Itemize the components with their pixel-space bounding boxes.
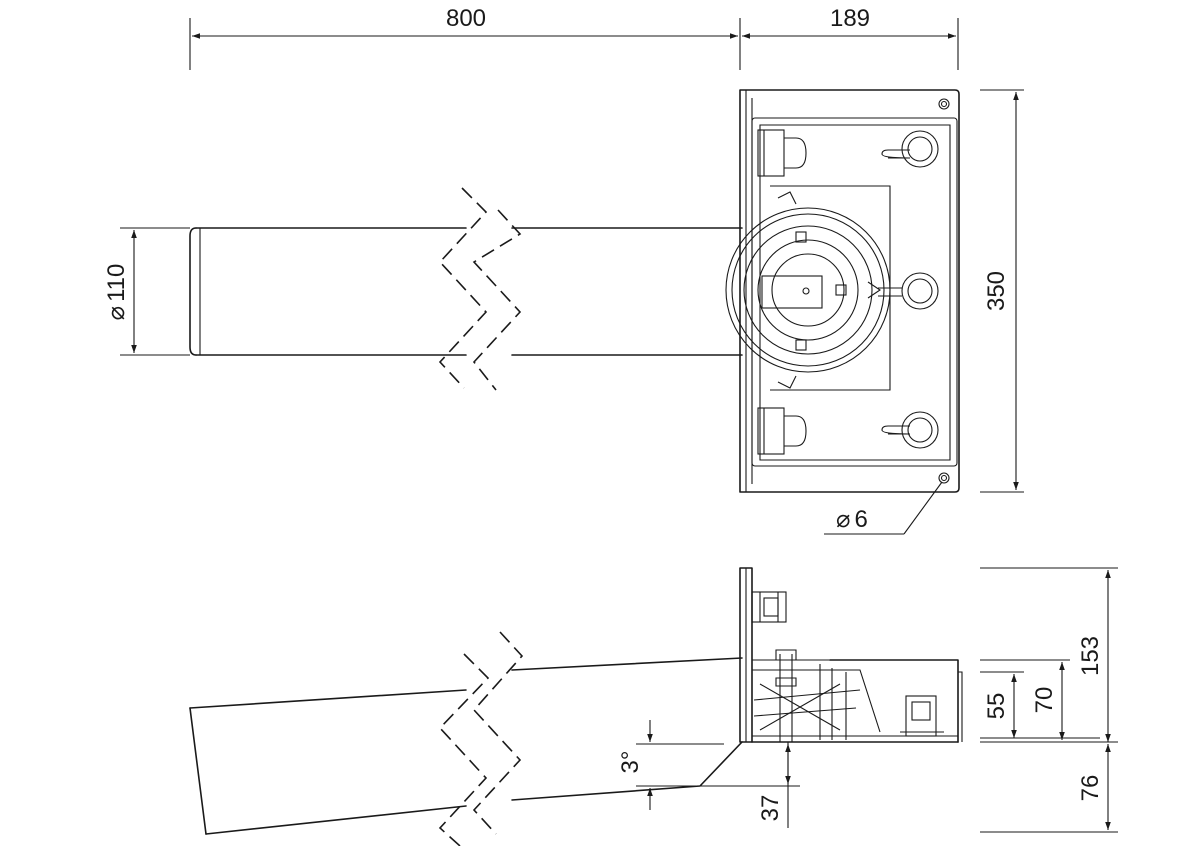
- mounting-plate-top: [725, 89, 960, 493]
- dimension-label-6: 6: [854, 506, 867, 533]
- clamp-nut-bottom: [757, 407, 807, 455]
- dimension-height-153: 153: [980, 567, 1118, 742]
- dimension-label-110: 110: [103, 264, 130, 302]
- dimension-length-189: 189: [742, 5, 959, 70]
- dimension-depth-76: 76: [980, 744, 1118, 833]
- pipe-side-view: [189, 631, 743, 846]
- pipe-top-view: [189, 187, 743, 391]
- top-view: 800 189 ⌀ 110: [103, 5, 1024, 535]
- diameter-symbol-small: ⌀: [836, 506, 850, 533]
- dimension-depth-37: 37: [700, 742, 800, 828]
- dimension-label-350: 350: [983, 271, 1010, 311]
- dimension-height-55: 55: [980, 671, 1024, 738]
- dimension-height-350: 350: [980, 89, 1024, 493]
- bolt-slot-mid: [878, 272, 939, 310]
- clamp-nut-top: [757, 129, 807, 177]
- dimension-hole-diameter-6: ⌀6: [824, 481, 943, 535]
- rotating-disk: [725, 191, 891, 389]
- dimension-angle-3: 3°: [617, 720, 724, 810]
- dimension-label-55: 55: [983, 693, 1010, 720]
- dimension-label-37: 37: [757, 795, 784, 822]
- dimension-length-800: 800: [189, 5, 741, 70]
- dimension-label-153: 153: [1077, 636, 1104, 676]
- baseline: [980, 737, 1118, 743]
- dimension-label-angle: 3°: [617, 751, 644, 774]
- dimension-label-70: 70: [1031, 687, 1058, 714]
- svg-text:⌀110: ⌀ 110: [103, 264, 130, 321]
- diameter-symbol: ⌀: [103, 306, 130, 320]
- bolt-slot-top: [881, 130, 939, 168]
- mounting-plate-side: [739, 567, 963, 743]
- svg-text:⌀6: ⌀6: [836, 506, 868, 533]
- dimension-height-70: 70: [980, 659, 1070, 740]
- bolt-slot-bottom: [881, 411, 939, 449]
- dimension-label-800: 800: [446, 5, 486, 32]
- side-view: 153 70 55 76: [189, 567, 1118, 846]
- dimension-diameter-110: ⌀ 110: [103, 227, 190, 356]
- dimension-label-189: 189: [830, 5, 870, 32]
- dimension-label-76: 76: [1077, 775, 1104, 802]
